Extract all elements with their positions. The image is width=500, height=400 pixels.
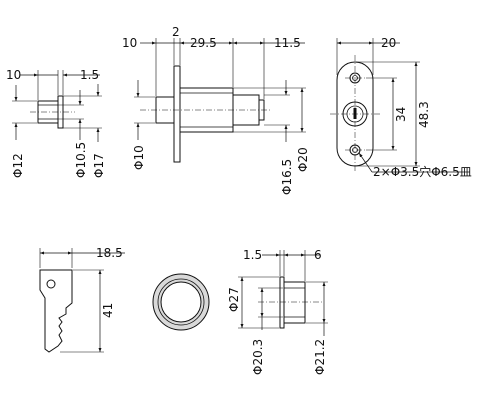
hole-note: 2×Φ3.5穴Φ6.5皿 <box>373 164 472 179</box>
view-key: 18.5 41 <box>39 246 125 353</box>
view-ring-side: 1.5 6 Φ27 Φ20.3 Φ21.2 <box>227 248 328 375</box>
ring-side-body <box>283 281 306 324</box>
dim-phi20: Φ20 <box>296 147 310 172</box>
dim-phi16-5: Φ16.5 <box>280 159 294 195</box>
dim-6: 6 <box>314 248 322 262</box>
view-lock-front: 20 34 48.3 2×Φ3.5穴Φ6.5皿 <box>330 36 472 179</box>
dim-phi12: Φ12 <box>11 153 25 178</box>
dim-1-5-bot: 1.5 <box>243 248 262 262</box>
dim-phi10-5: Φ10.5 <box>74 142 88 178</box>
dim-18-5: 18.5 <box>96 246 123 260</box>
ring-side-flange <box>279 276 285 329</box>
dim-29-5: 29.5 <box>190 36 217 50</box>
dim-phi20-3: Φ20.3 <box>251 339 265 375</box>
view-cap-side: 10 1.5 Φ12 Φ10.5 Φ17 <box>6 68 106 178</box>
key-shape <box>39 269 73 353</box>
dim-34: 34 <box>394 107 408 122</box>
dim-41: 41 <box>101 303 115 318</box>
dim-phi27: Φ27 <box>227 287 241 312</box>
view-ring-front <box>152 273 210 331</box>
lock-plate <box>173 65 181 163</box>
dim-2-mid: 2 <box>172 25 180 39</box>
dim-phi21-2: Φ21.2 <box>313 339 327 375</box>
dim-10-top: 10 <box>6 68 21 82</box>
dim-phi10: Φ10 <box>132 145 146 170</box>
dim-48-3: 48.3 <box>417 101 431 128</box>
ring-inner <box>160 281 202 323</box>
dim-1-5-top: 1.5 <box>80 68 99 82</box>
key-hole <box>46 279 56 289</box>
view-lock-side: 10 2 29.5 11.5 Φ10 Φ16.5 Φ20 <box>122 25 310 195</box>
dim-10-mid: 10 <box>122 36 137 50</box>
dim-phi17: Φ17 <box>92 153 106 178</box>
